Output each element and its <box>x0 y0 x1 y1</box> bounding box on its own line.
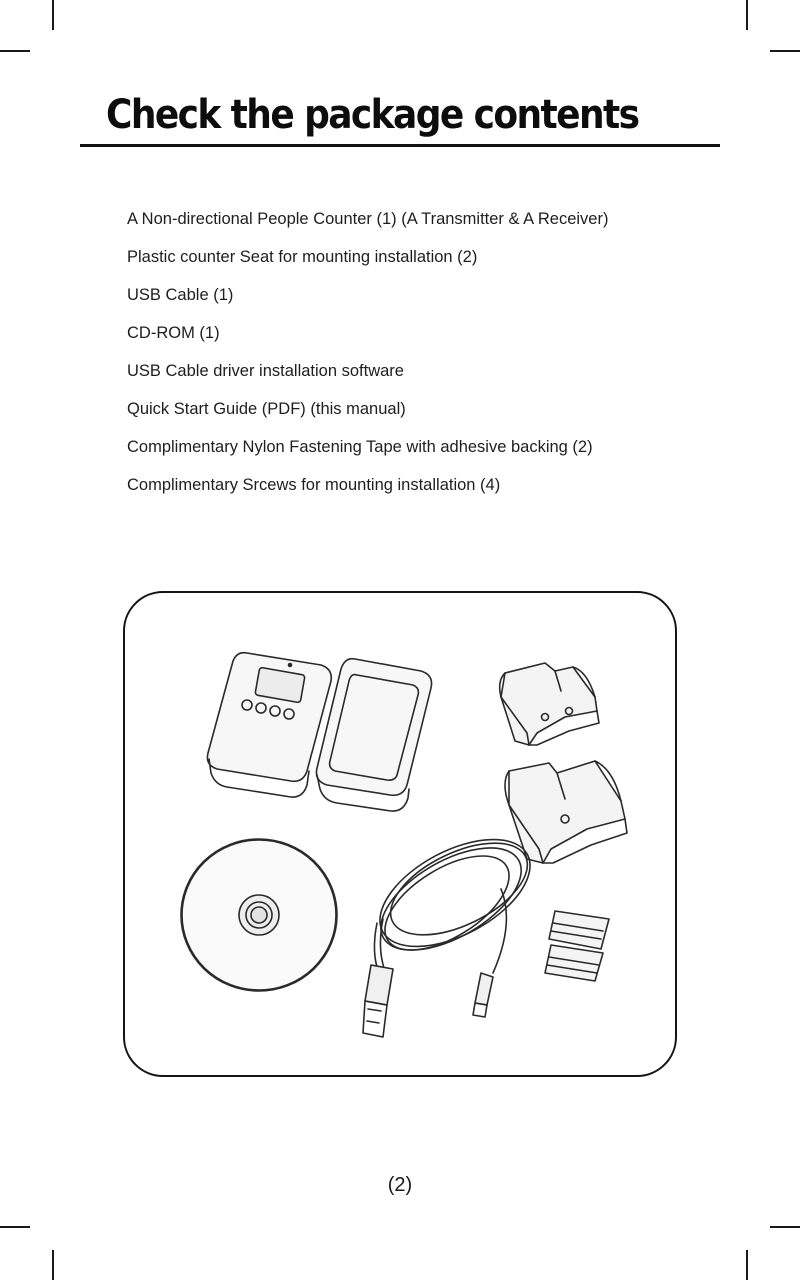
crop-mark-bottom-right <box>746 1250 748 1280</box>
list-item: Plastic counter Seat for mounting instal… <box>127 248 478 266</box>
list-item: Complimentary Nylon Fastening Tape with … <box>127 438 593 456</box>
list-item: Complimentary Srcews for mounting instal… <box>127 476 501 494</box>
fastening-tape-icon <box>544 944 604 982</box>
mounting-seat-icon <box>498 662 600 746</box>
crop-mark-top-right-h <box>770 50 800 52</box>
package-contents-illustration <box>123 591 677 1077</box>
crop-mark-bottom-left <box>52 1250 54 1280</box>
crop-mark-top-left-h <box>0 50 30 52</box>
list-item: Quick Start Guide (PDF) (this manual) <box>127 400 406 418</box>
list-item: CD-ROM (1) <box>127 324 220 342</box>
title-underline <box>80 144 720 147</box>
list-item: USB Cable driver installation software <box>127 362 404 380</box>
usb-cable-icon <box>362 838 531 1038</box>
receiver-device-icon <box>315 657 433 812</box>
list-item: A Non-directional People Counter (1) (A … <box>127 210 609 228</box>
package-contents-list: A Non-directional People Counter (1) (A … <box>127 200 608 504</box>
list-item: USB Cable (1) <box>127 286 234 304</box>
crop-mark-bottom-right-h <box>770 1226 800 1228</box>
cd-rom-icon <box>180 838 338 992</box>
page-number: (2) <box>387 1174 413 1196</box>
transmitter-device-icon <box>206 651 333 798</box>
fastening-tape-icon <box>548 910 610 950</box>
page-title: Check the package contents <box>106 92 640 138</box>
crop-mark-top-left <box>52 0 54 30</box>
mounting-seat-icon <box>504 760 628 864</box>
crop-mark-top-right <box>746 0 748 30</box>
crop-mark-bottom-left-h <box>0 1226 30 1228</box>
